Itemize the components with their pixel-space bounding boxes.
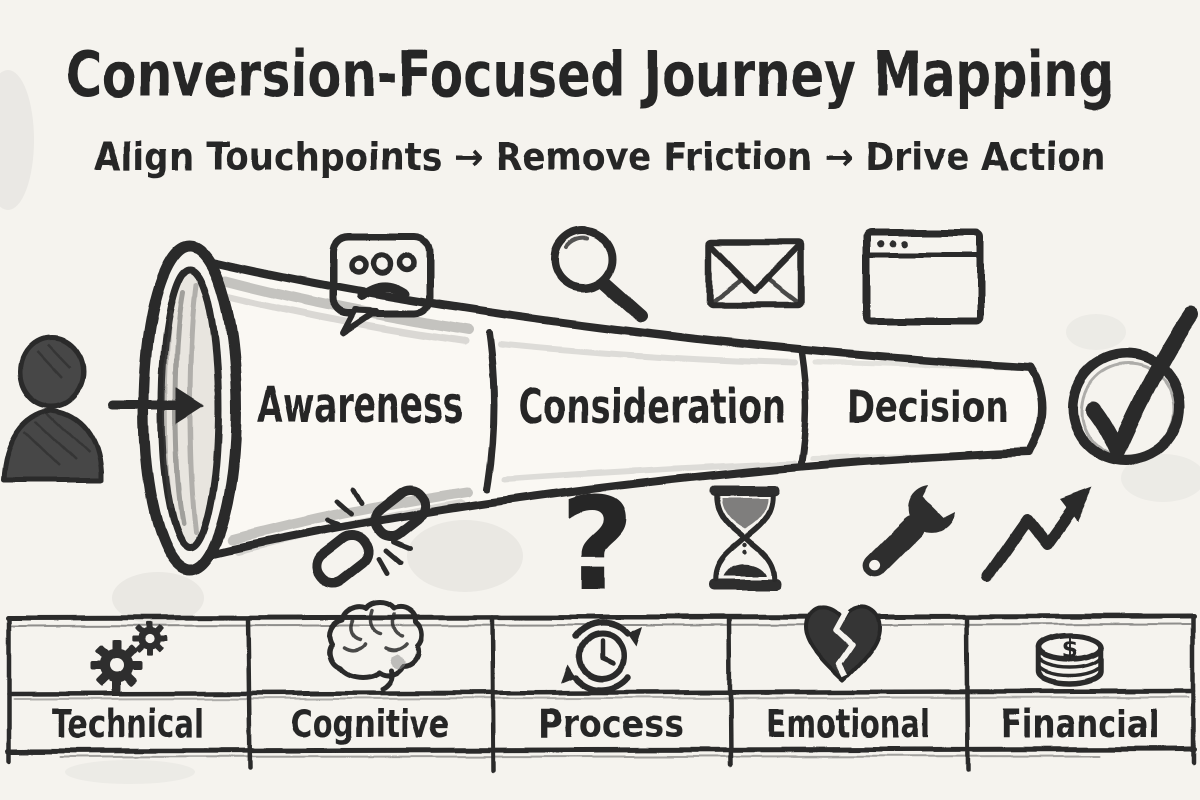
table-label-process: Process [538, 702, 684, 746]
right-arrow-icon [107, 388, 204, 424]
stage-label-awareness: Awareness [257, 376, 463, 434]
broken-link-icon [312, 485, 430, 588]
page-subtitle: Align Touchpoints → Remove Friction → Dr… [94, 135, 1106, 179]
table-label-financial: Financial [1001, 702, 1159, 746]
funnel-end-cap [1026, 363, 1046, 456]
stage-divider-1 [483, 329, 498, 493]
stage-label-consideration: Consideration [518, 379, 786, 435]
clock-cycle-icon [561, 619, 643, 693]
envelope-icon [705, 238, 805, 309]
person-silhouette-icon [1, 335, 104, 484]
gears-icon [90, 621, 167, 692]
magnifying-glass-icon [550, 226, 648, 323]
browser-window-icon [863, 229, 985, 325]
funnel-bottom-edge [201, 448, 1034, 560]
hourglass-icon [709, 485, 781, 590]
table-label-emotional: Emotional [766, 702, 930, 746]
friction-icons [312, 460, 1093, 590]
broken-heart-icon [804, 605, 882, 682]
touchpoint-icons [329, 226, 985, 336]
funnel-top-edge [201, 256, 1034, 371]
question-mark-icon: ? [560, 471, 634, 620]
pencil-smudges [0, 70, 1200, 784]
brain-icon [326, 599, 425, 692]
stage-divider-2 [797, 349, 810, 471]
coins-icon [1035, 633, 1105, 687]
growth-arrow-icon [982, 487, 1093, 582]
table-label-cognitive: Cognitive [291, 702, 449, 746]
table-divider-2 [489, 614, 496, 773]
check-circle-icon [1067, 306, 1199, 466]
stage-label-decision: Decision [847, 382, 1009, 433]
friction-table [5, 599, 1197, 773]
chat-bubble-icon [329, 233, 434, 336]
wrench-icon [862, 460, 980, 578]
table-divider-3 [727, 614, 734, 768]
page-title: Conversion-Focused Journey Mapping [66, 38, 1114, 111]
table-label-technical: Technical [52, 702, 204, 746]
table-divider-1 [245, 615, 253, 771]
table-divider-4 [964, 614, 971, 773]
coin-dollar-glyph: $ [1062, 635, 1079, 663]
